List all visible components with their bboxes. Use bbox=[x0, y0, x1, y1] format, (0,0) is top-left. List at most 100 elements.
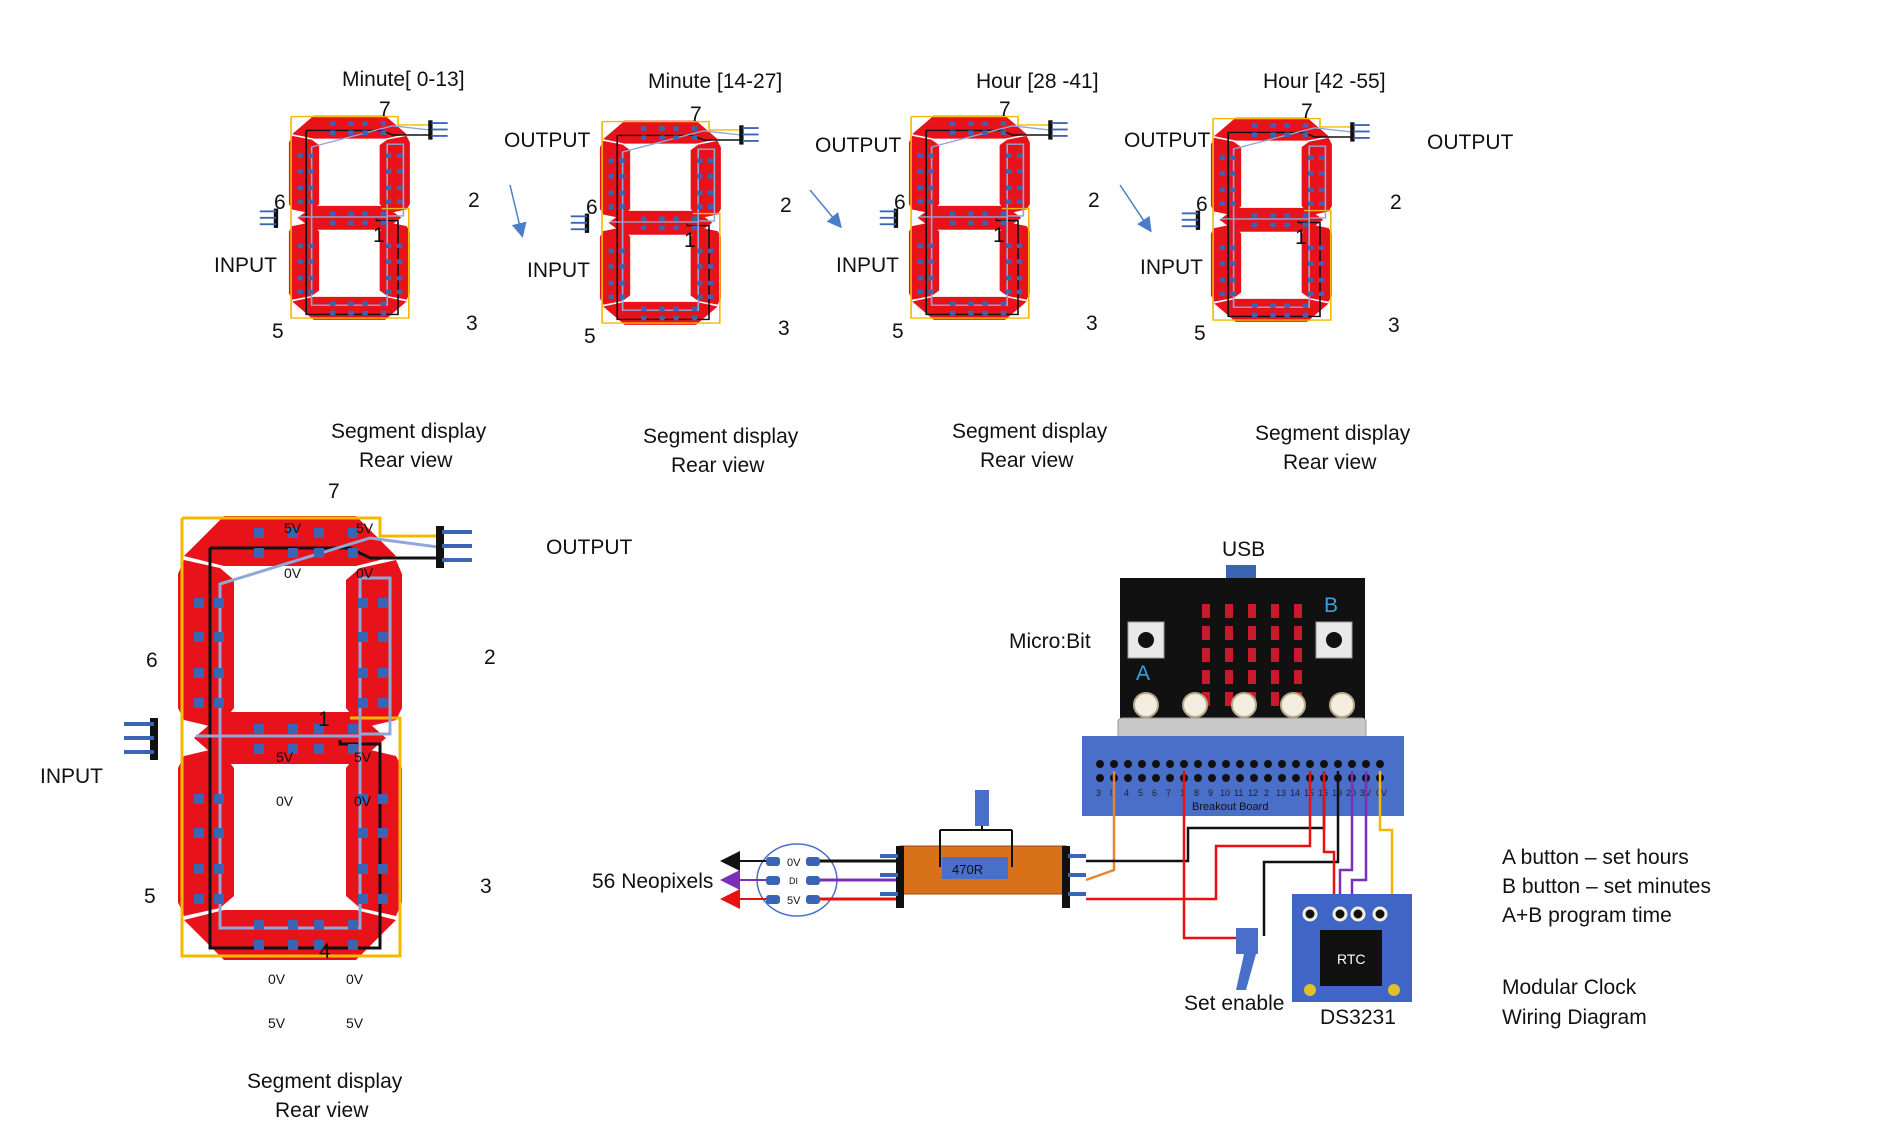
seg-num-5: 5 bbox=[1194, 322, 1206, 345]
large-output-label: OUTPUT bbox=[546, 536, 633, 559]
small-display-3 bbox=[878, 114, 1069, 321]
seg-num-6: 6 bbox=[1196, 193, 1208, 216]
pin-label: 12 bbox=[1248, 788, 1258, 798]
large-display-numbers: 7 6 2 1 5 3 4 bbox=[144, 480, 496, 963]
small-display-4-numbers: 7 6 2 1 5 3 bbox=[1194, 100, 1402, 345]
seg-num-7: 7 bbox=[328, 480, 340, 503]
note-a: A button – set hours bbox=[1502, 846, 1689, 869]
set-enable-switch[interactable] bbox=[1236, 928, 1258, 990]
pin-label: 1 bbox=[1180, 788, 1185, 798]
button-b-label: B bbox=[1324, 594, 1338, 617]
seg-num-4: 4 bbox=[319, 940, 331, 963]
wire-5v-1 bbox=[1086, 771, 1312, 901]
pin-label: 10 bbox=[1220, 788, 1230, 798]
caption-4-line1: Segment display bbox=[1255, 422, 1411, 445]
small-display-2-numbers: 7 6 2 1 5 3 bbox=[584, 103, 792, 348]
small-display-1 bbox=[258, 114, 449, 321]
rtc-module: RTC bbox=[1292, 894, 1412, 1002]
seg-num-5: 5 bbox=[272, 320, 284, 343]
seg-num-7: 7 bbox=[379, 98, 391, 121]
pad-label-0v: 0V bbox=[284, 565, 302, 581]
pad-label-5v: 5V bbox=[354, 749, 372, 765]
pin-label: 3 bbox=[1096, 788, 1101, 798]
seg-num-3: 3 bbox=[1086, 312, 1098, 335]
pin-label: 2 bbox=[1264, 788, 1269, 798]
small-display-3-numbers: 7 6 2 1 5 3 bbox=[892, 98, 1100, 343]
small-display-1-numbers: 7 6 2 1 5 3 bbox=[272, 98, 480, 343]
caption-2-line2: Rear view bbox=[671, 454, 765, 477]
seg-num-7: 7 bbox=[999, 98, 1011, 121]
seg-num-5: 5 bbox=[584, 325, 596, 348]
pin-label: 0 bbox=[1110, 788, 1115, 798]
seg-num-2: 2 bbox=[1390, 191, 1402, 214]
chain-arrow-1 bbox=[509, 184, 527, 238]
wire-rtc-gnd bbox=[1262, 771, 1340, 936]
large-caption-line2: Rear view bbox=[275, 1099, 369, 1122]
notes: A button – set hours B button – set minu… bbox=[1502, 846, 1711, 1029]
pad-label-5v: 5V bbox=[268, 1015, 286, 1031]
wire-data bbox=[1085, 771, 1116, 882]
button-a-label: A bbox=[1136, 662, 1150, 685]
usb-label: USB bbox=[1222, 538, 1265, 561]
seg-num-5: 5 bbox=[144, 885, 156, 908]
seg-num-5: 5 bbox=[892, 320, 904, 343]
pin-label: 0V bbox=[1376, 788, 1387, 798]
pad-label-5v: 5V bbox=[356, 520, 374, 536]
pad-label-0v: 0V bbox=[354, 793, 372, 809]
seg-num-3: 3 bbox=[466, 312, 478, 335]
microbit-label: Micro:Bit bbox=[1009, 630, 1091, 653]
large-caption-line1: Segment display bbox=[247, 1070, 403, 1093]
pad-label-0v: 0V bbox=[268, 971, 286, 987]
seg-num-6: 6 bbox=[274, 191, 286, 214]
seg-num-2: 2 bbox=[1088, 189, 1100, 212]
pin-label: 14 bbox=[1290, 788, 1300, 798]
button-b[interactable] bbox=[1315, 621, 1353, 659]
seg-num-1: 1 bbox=[373, 224, 385, 247]
conn-pin-0v: 0V bbox=[787, 857, 801, 869]
pad-label-5v: 5V bbox=[276, 749, 294, 765]
seg-num-2: 2 bbox=[468, 189, 480, 212]
edge-pads bbox=[1133, 692, 1355, 718]
input-label-2: INPUT bbox=[527, 259, 590, 282]
pin-label: 11 bbox=[1234, 788, 1243, 798]
seg-num-1: 1 bbox=[684, 229, 696, 252]
seg-num-3: 3 bbox=[480, 875, 492, 898]
seg-num-1: 1 bbox=[1295, 226, 1307, 249]
pad-label-0v: 0V bbox=[356, 565, 374, 581]
large-display bbox=[122, 514, 474, 962]
pin-label: 4 bbox=[1124, 788, 1129, 798]
caption-1-line2: Rear view bbox=[359, 449, 453, 472]
caption-1-line1: Segment display bbox=[331, 420, 487, 443]
switch-label: Set enable bbox=[1184, 992, 1284, 1015]
caption-2-line1: Segment display bbox=[643, 425, 799, 448]
pad-label-0v: 0V bbox=[276, 793, 294, 809]
output-label-3: OUTPUT bbox=[1124, 129, 1211, 152]
conn-pin-5v: 5V bbox=[787, 895, 801, 907]
pad-label-5v: 5V bbox=[346, 1015, 364, 1031]
note-title-1: Modular Clock bbox=[1502, 976, 1637, 999]
seg-num-7: 7 bbox=[1301, 100, 1313, 123]
output-label-4: OUTPUT bbox=[1427, 131, 1514, 154]
seg-num-3: 3 bbox=[1388, 314, 1400, 337]
wire-rtc-sda bbox=[1338, 771, 1354, 912]
large-input-label: INPUT bbox=[40, 765, 103, 788]
seg-num-7: 7 bbox=[690, 103, 702, 126]
pin-label: 8 bbox=[1194, 788, 1199, 798]
breakout-label: Breakout Board bbox=[1192, 801, 1268, 813]
input-label-4: INPUT bbox=[1140, 256, 1203, 279]
chain-arrow-2 bbox=[809, 189, 842, 229]
pad-label-5v: 5V bbox=[284, 520, 302, 536]
seg-num-6: 6 bbox=[894, 191, 906, 214]
pin-label: 7 bbox=[1166, 788, 1171, 798]
resistor-label: 470R bbox=[952, 862, 983, 877]
seg-num-6: 6 bbox=[586, 196, 598, 219]
pad-label-0v: 0V bbox=[346, 971, 364, 987]
output-label-2: OUTPUT bbox=[815, 134, 902, 157]
microbit-board: A B bbox=[1120, 578, 1365, 728]
conn-pin-di: DI bbox=[789, 876, 798, 886]
neopixels-label: 56 Neopixels bbox=[592, 870, 713, 893]
button-a[interactable] bbox=[1127, 621, 1165, 659]
rtc-module-label: DS3231 bbox=[1320, 1006, 1396, 1029]
resistor-board: 470R bbox=[880, 790, 1086, 908]
